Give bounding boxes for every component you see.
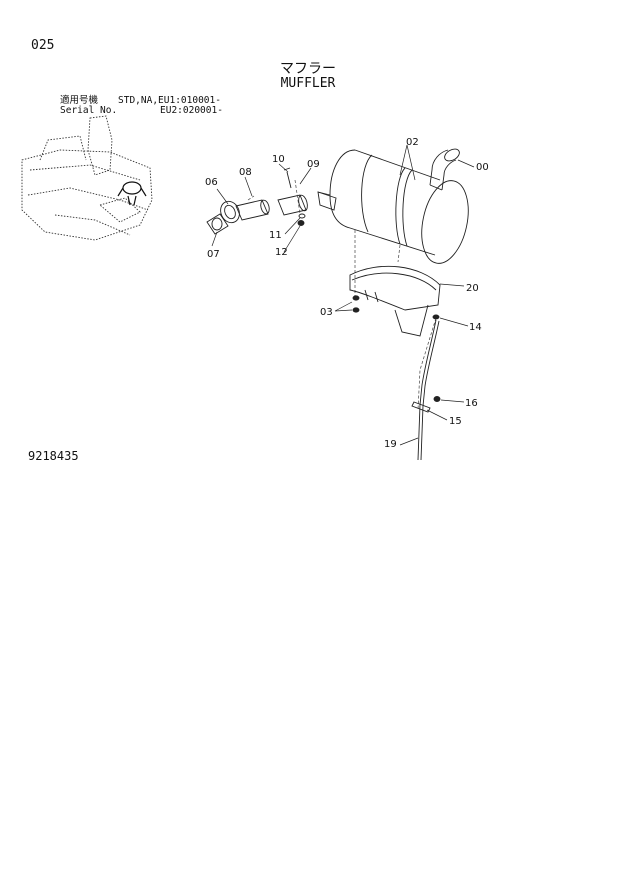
serial-applicability: 適用号機 STD,NA,EU1:010001- Serial No. EU2:020… <box>60 96 223 116</box>
gasket-07 <box>206 213 229 235</box>
leader-lines <box>211 144 475 446</box>
nut-12 <box>297 220 305 226</box>
title-english-text: MUFFLER <box>280 76 336 91</box>
callout-11: 11 <box>269 230 282 241</box>
applicability-label-en: Serial No. <box>60 105 118 116</box>
thumbnail-muffler-highlight <box>117 181 147 206</box>
machine-overview-thumbnail <box>21 115 153 241</box>
bracket-20 <box>349 265 441 337</box>
muffler-body <box>317 149 469 264</box>
callout-19: 19 <box>384 439 397 450</box>
callout-14: 14 <box>469 322 482 333</box>
bolt-14 <box>432 314 440 320</box>
pipe-08 <box>235 199 270 221</box>
callout-02: 02 <box>406 137 419 148</box>
title-english: MUFFLER <box>0 76 620 91</box>
bolt-03 <box>352 295 360 313</box>
callout-03: 03 <box>320 307 333 318</box>
callout-10: 10 <box>272 154 285 165</box>
callout-07: 07 <box>207 249 220 260</box>
applicability-line-2: EU2:020001- <box>160 105 223 116</box>
title-japanese: マフラー <box>0 58 620 78</box>
clip-15 <box>411 401 431 413</box>
document-number: 9218435 <box>28 449 79 463</box>
callout-00: 00 <box>476 162 489 173</box>
callout-15: 15 <box>449 416 462 427</box>
flange-06 <box>220 200 240 224</box>
page-number: 025 <box>31 38 55 53</box>
callout-06: 06 <box>205 177 218 188</box>
callout-labels: 00 02 03 06 07 08 09 10 11 12 14 15 16 1… <box>205 137 489 450</box>
callout-20: 20 <box>466 283 479 294</box>
washer-11 <box>298 213 306 219</box>
bolt-16 <box>433 396 441 402</box>
applicability-label-jp: 適用号機 <box>60 95 99 106</box>
title-japanese-text: マフラー <box>280 61 336 77</box>
applicability-line-1: STD,NA,EU1:010001- <box>118 95 221 106</box>
guide-lines <box>247 179 437 411</box>
callout-08: 08 <box>239 167 252 178</box>
callout-16: 16 <box>465 398 478 409</box>
inlet-pipe <box>277 191 337 216</box>
drain-tube-19 <box>417 319 440 461</box>
callout-12: 12 <box>275 247 288 258</box>
callout-09: 09 <box>307 159 320 170</box>
exhaust-stack <box>429 148 460 191</box>
bolt-10 <box>283 167 292 189</box>
